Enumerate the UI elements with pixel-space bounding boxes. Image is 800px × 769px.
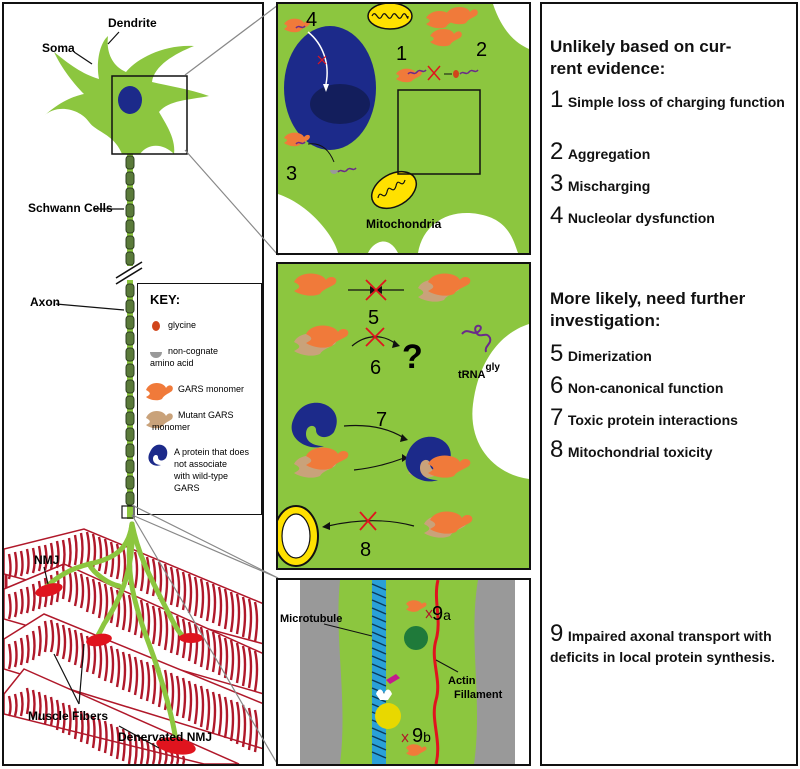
gars-mischarging [284, 132, 310, 147]
transport-panel: Microtubule Actin Fillament 9a 9b [276, 578, 531, 766]
soma-label: Soma [42, 41, 75, 55]
motor-protein [386, 674, 400, 684]
denervated-label: Denervated NMJ [118, 730, 212, 744]
gars-monomer-icon [146, 383, 173, 401]
mechanism-2: 2 Aggregation [550, 138, 651, 165]
soma-zoom-panel: 4 1 2 3 Mitochondria [276, 2, 531, 255]
mitochondrion-icon [370, 170, 418, 210]
cross-icon [359, 511, 377, 531]
nmj-label: NMJ [34, 553, 59, 567]
key-noncognate-2: amino acid [150, 358, 194, 368]
neuron-panel: Dendrite Soma Schwann Cells Axon NMJ Mus… [2, 2, 264, 766]
mechanism-1: 1 Simple loss of charging function [550, 86, 785, 113]
mitochondrion-icon [367, 2, 413, 30]
label-7: 7 [376, 409, 387, 431]
mechanism-8: 8 Mitochondrial toxicity [550, 436, 713, 463]
microtubule-label: Microtubule [280, 613, 342, 625]
muscle-label: Muscle Fibers [28, 709, 108, 723]
label-6: 6 [370, 357, 381, 379]
non-associating-protein-icon [148, 444, 168, 466]
key-noncognate-1: non-cognate [168, 346, 219, 356]
yellow-cargo [375, 703, 401, 729]
soma-zoom-diagram: 4 1 2 3 Mitochondria [278, 2, 529, 253]
import-arrow [307, 31, 328, 85]
mechanism-6: 6 Non-canonical function [550, 372, 724, 399]
label-5: 5 [368, 307, 379, 329]
gars-trna-1 [396, 68, 427, 83]
key-box: KEY: glycine non-cognate amino acid GARS… [137, 283, 262, 515]
key-protein-2: not associate [174, 459, 228, 469]
glycine-icon [453, 70, 459, 78]
motor-protein-white [376, 689, 392, 700]
label-1: 1 [396, 43, 407, 65]
protein-blue-icon [291, 402, 337, 448]
key-gars: GARS monomer [178, 384, 245, 394]
mechanism-3: 3 Mischarging [550, 170, 651, 197]
gars-nucleolar [284, 18, 310, 33]
label-2: 2 [476, 39, 487, 61]
mechanisms-panel: Unlikely based on cur- rent evidence: 1 … [540, 2, 798, 766]
mutant-gars-icon [146, 411, 173, 429]
trna-icon [461, 324, 492, 353]
key-title: KEY: [150, 292, 181, 307]
cross-icon [427, 65, 441, 81]
mitochondria-label: Mitochondria [366, 217, 442, 231]
soma-zoom-box [111, 75, 188, 155]
mechanism-7: 7 Toxic protein interactions [550, 404, 738, 431]
actin-filament [432, 579, 440, 765]
green-cargo [404, 626, 428, 650]
key-protein-1: A protein that does [174, 447, 250, 457]
label-8: 8 [360, 539, 371, 561]
transport-diagram: Microtubule Actin Fillament 9a 9b [278, 579, 529, 765]
axon-label: Axon [30, 295, 60, 309]
schwann-cells [125, 155, 135, 506]
glycine-icon [152, 321, 160, 331]
key-mutant-1: Mutant GARS [178, 410, 234, 420]
schwann-label: Schwann Cells [28, 201, 113, 215]
question-mark: ? [402, 338, 423, 376]
mechanism-5: 5 Dimerization [550, 340, 652, 367]
key-protein-3: with wild-type [174, 471, 229, 481]
soma-nucleus [118, 86, 142, 114]
cross-icon [365, 327, 385, 347]
label-4: 4 [306, 9, 317, 31]
heading-more-likely: More likely, need further investigation: [550, 289, 746, 330]
actin-label-2: Fillament [454, 689, 503, 701]
mechanism-9: 9 Impaired axonal transport with deficit… [550, 620, 775, 665]
label-9a: 9a [432, 603, 451, 625]
mechanism-4: 4 Nucleolar dysfunction [550, 202, 715, 229]
trna-label: tRNAgly [458, 362, 500, 381]
axon-zoom-diagram: ? 5 6 7 8 tRNAgly [273, 264, 529, 568]
label-9b: 9b [412, 725, 431, 747]
noncognate-icon [150, 352, 162, 358]
key-mutant-2: monomer [152, 422, 191, 432]
mitochondrion-icon [273, 505, 319, 567]
cross-icon [365, 279, 387, 301]
key-protein-4: GARS [174, 483, 200, 493]
dendrite-label: Dendrite [108, 16, 157, 30]
nucleolus [310, 84, 370, 124]
actin-label-1: Actin [448, 675, 476, 687]
key-glycine: glycine [168, 320, 197, 330]
label-3: 3 [286, 163, 297, 185]
heading-unlikely: Unlikely based on cur- rent evidence: [550, 37, 732, 78]
zoom-box [397, 89, 481, 175]
axon-zoom-panel: ? 5 6 7 8 tRNAgly [273, 262, 531, 570]
key-icons [146, 321, 173, 466]
gars-aggregate [426, 7, 478, 47]
